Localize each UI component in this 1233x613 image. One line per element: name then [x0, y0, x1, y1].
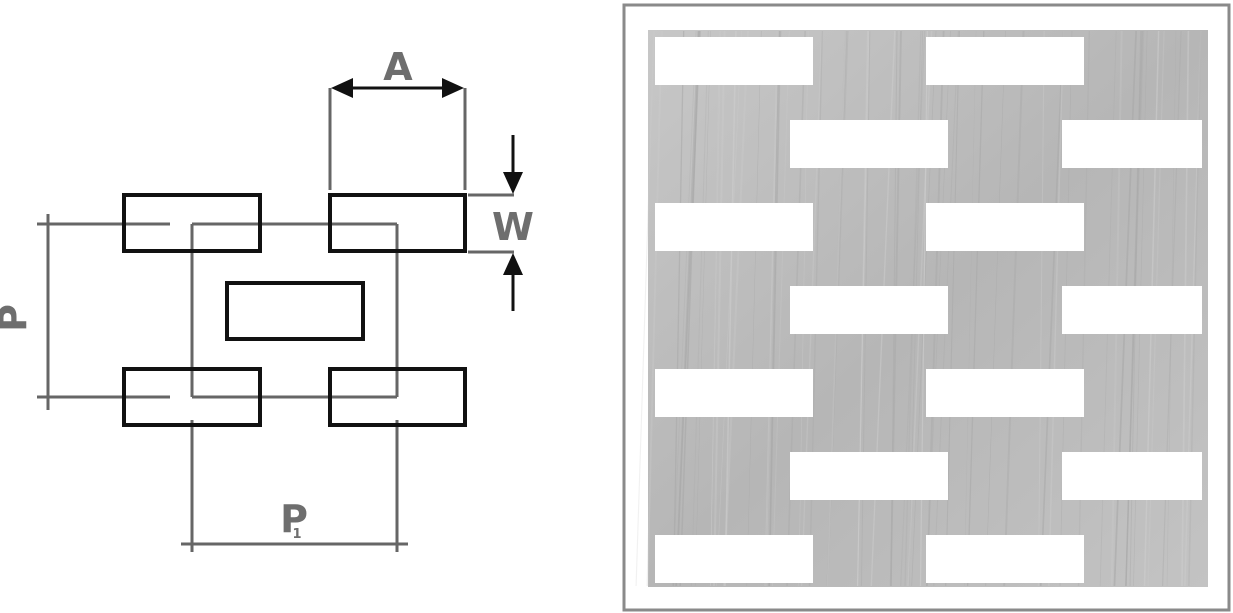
grain-line [646, 30, 663, 587]
grain-line [675, 30, 700, 587]
grain-line [985, 30, 1006, 587]
slot-outlines [122, 193, 467, 427]
label-w: W [492, 205, 534, 249]
sheet-slot [926, 37, 1084, 85]
sheet-slot [926, 535, 1084, 583]
grain-line [671, 30, 697, 587]
sheet-slot [655, 369, 813, 417]
sheet-slot [1062, 120, 1202, 168]
sheet-slot [790, 452, 948, 500]
grain-line [679, 30, 700, 587]
grain-line [713, 30, 726, 587]
slot-outline-bottom-right [328, 367, 467, 427]
grain-line [722, 30, 749, 587]
sheet-slot [655, 203, 813, 251]
label-p1-main: P [280, 497, 308, 541]
grain-line [635, 30, 655, 587]
label-p: P [0, 304, 35, 332]
grain-line [724, 30, 737, 587]
grain-line [672, 30, 685, 587]
grain-line [768, 30, 781, 587]
w-dimension-arrows [503, 135, 523, 311]
grain-line [1048, 30, 1064, 587]
w-arrowhead-up [503, 253, 523, 275]
sheet-slot [926, 369, 1084, 417]
label-p1-subscript: 1 [292, 527, 301, 542]
slot-outline-bottom-left [122, 367, 262, 427]
a-arrowhead-left [331, 78, 353, 98]
grain-line [764, 30, 780, 587]
grain-line [1003, 30, 1025, 587]
perforated-sheet-illustration [622, 3, 1231, 612]
slot-outline-center [225, 281, 365, 341]
grain-line [764, 30, 779, 587]
slot-outline-top-right [328, 193, 467, 253]
sheet-slot [790, 286, 948, 334]
dimension-lines [37, 88, 514, 552]
grain-line [966, 30, 985, 587]
grain-line [1037, 30, 1045, 587]
a-dimension-arrow [331, 78, 464, 98]
dimension-drawing: A W P P 1 [0, 45, 534, 552]
grain-line [710, 30, 722, 587]
grain-line [1039, 30, 1064, 587]
sheet-slot [926, 203, 1084, 251]
sheet-slot [790, 120, 948, 168]
label-a: A [383, 45, 413, 89]
grain-line [690, 30, 709, 587]
grain-line [694, 30, 711, 587]
sheet-slot [655, 535, 813, 583]
sheet-slot [655, 37, 813, 85]
grain-line [768, 30, 782, 587]
sheet-slots [655, 37, 1202, 583]
grain-line [746, 30, 762, 587]
grain-line [769, 30, 779, 587]
a-arrowhead-right [442, 78, 464, 98]
sheet-slot [1062, 286, 1202, 334]
sheet-slot [1062, 452, 1202, 500]
grain-line [963, 30, 977, 587]
grain-line [771, 30, 790, 587]
grain-line [709, 30, 721, 587]
grain-line [716, 30, 742, 587]
slot-outline-top-left [122, 193, 262, 253]
w-arrowhead-down [503, 172, 523, 194]
